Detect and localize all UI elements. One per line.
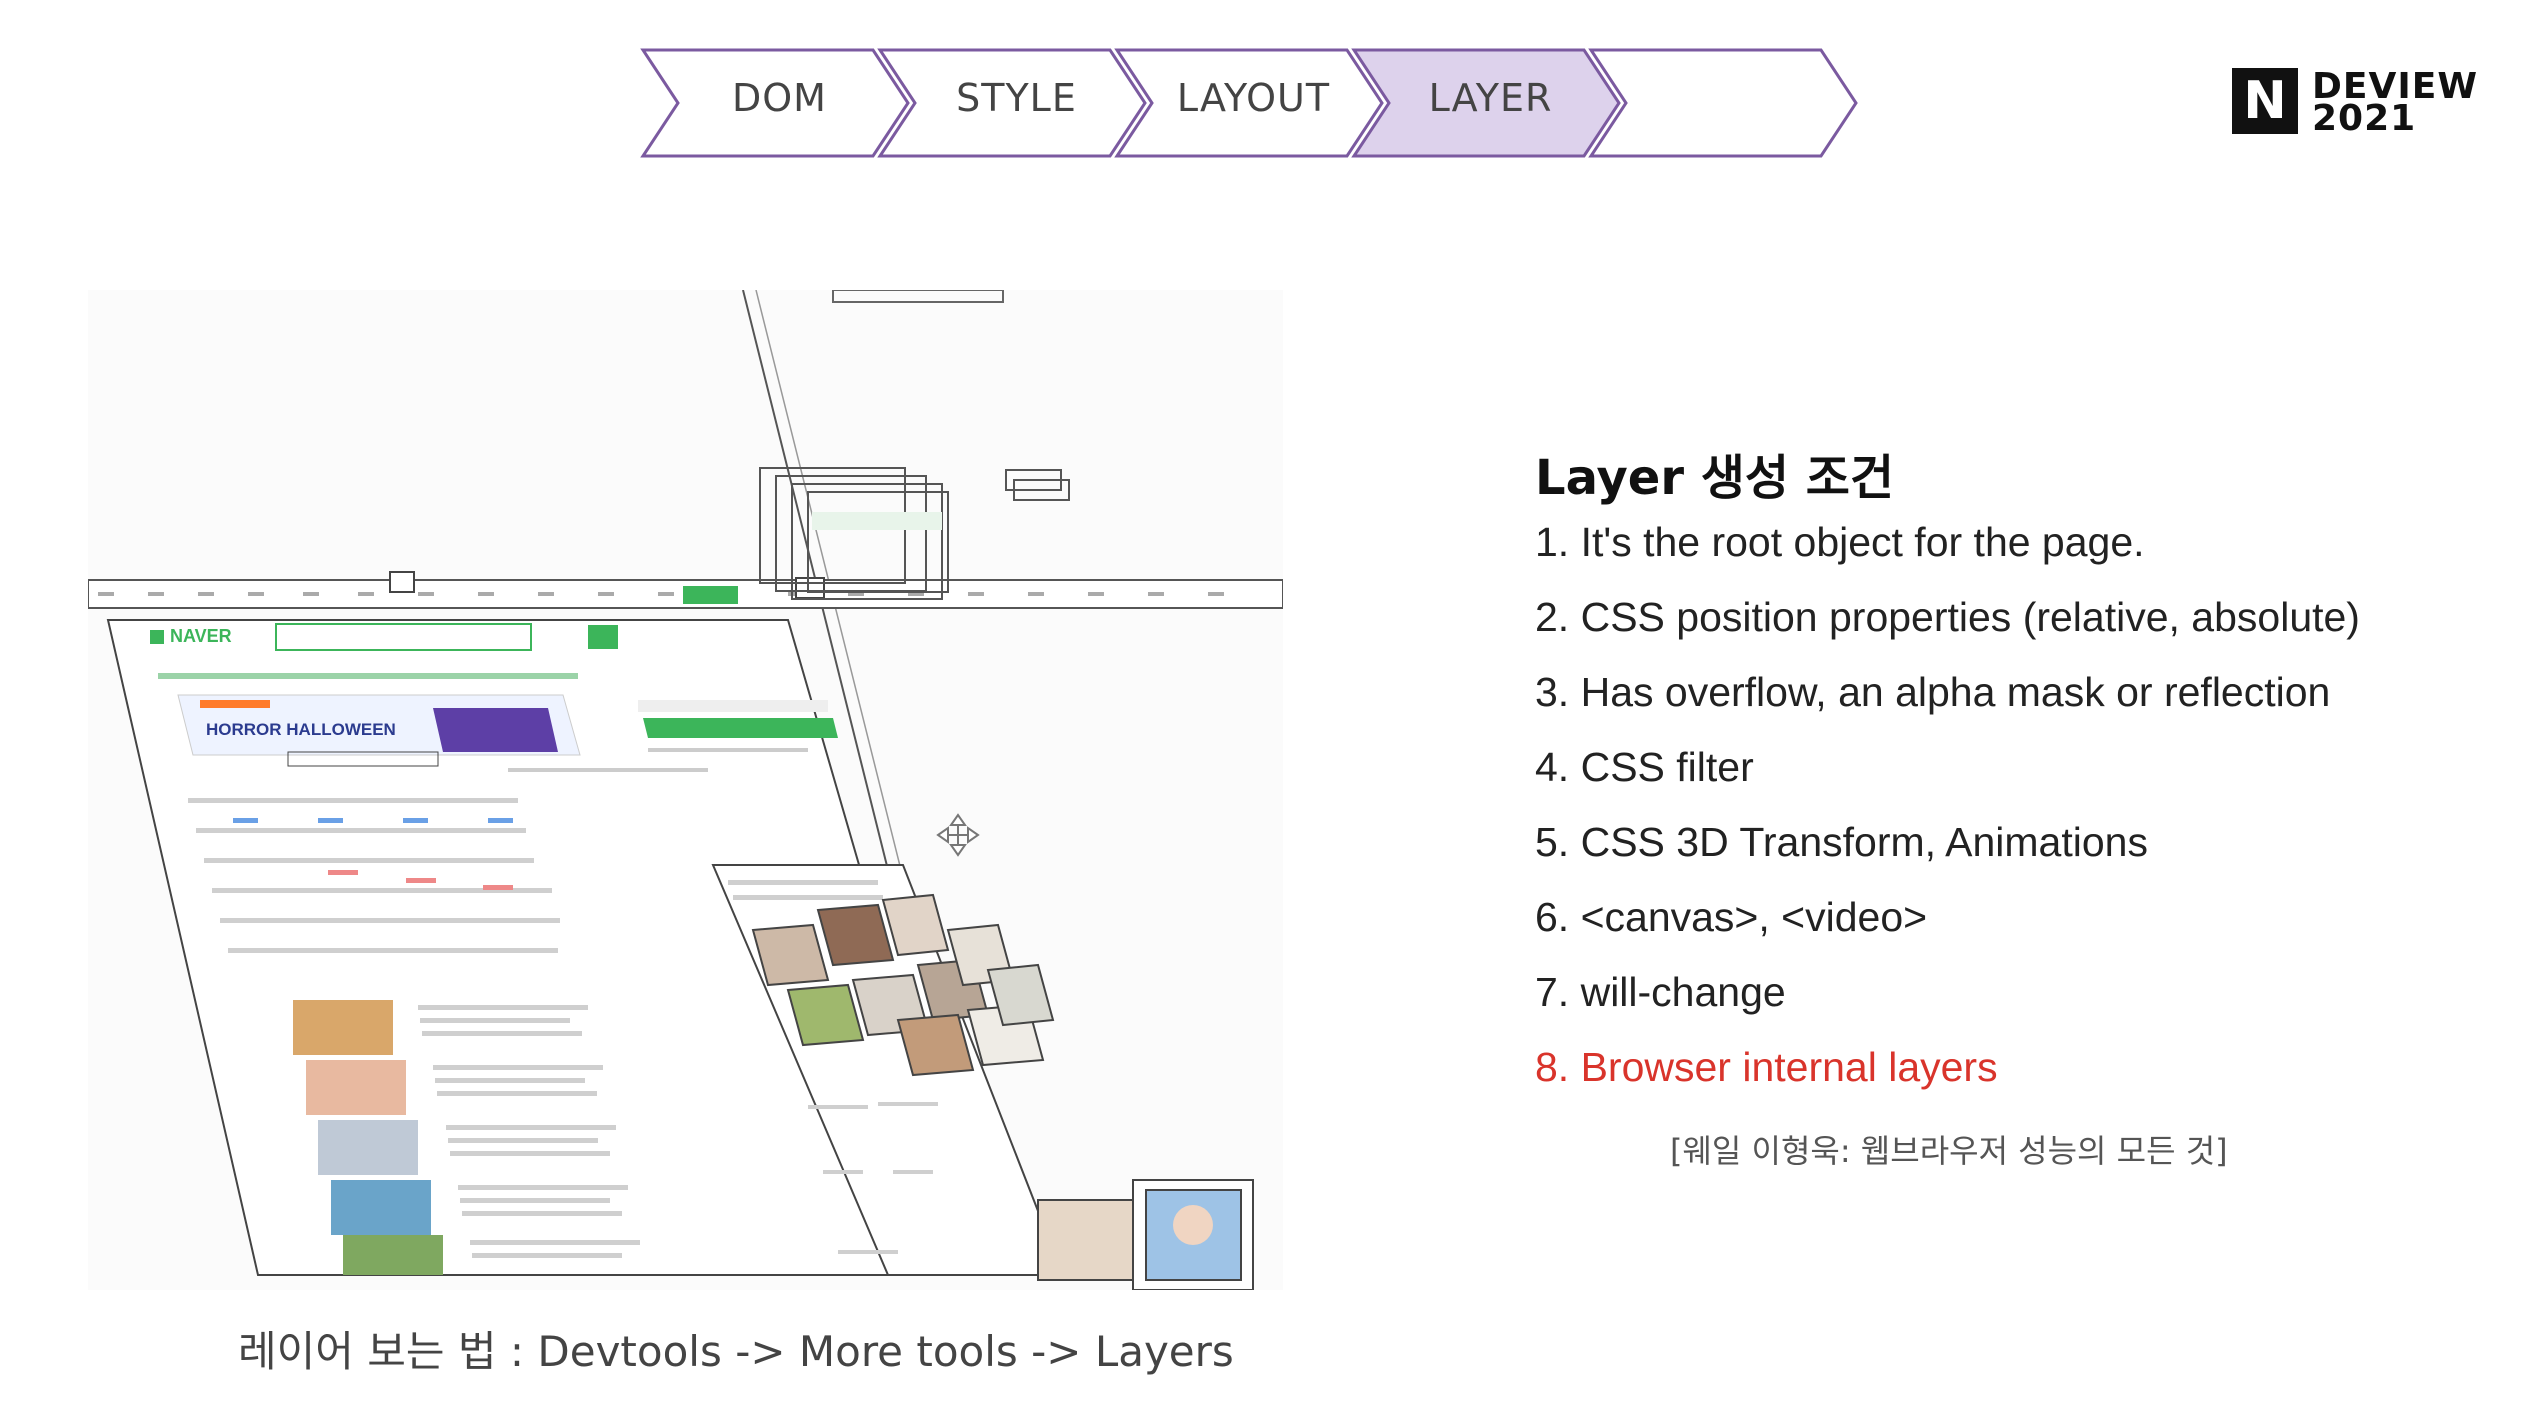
pipeline-chevrons: [640, 48, 1858, 158]
step-layer-label: LAYER: [1428, 76, 1553, 120]
halloween-banner: HORROR HALLOWEEN: [206, 720, 396, 739]
step-style-label: STYLE: [956, 76, 1077, 120]
source-citation: [웨일 이형욱: 웹브라우저 성능의 모든 것]: [1670, 1132, 2228, 1170]
layers-illustration: NAVER HORROR HALLOWEEN: [88, 290, 1283, 1290]
condition-item: 6. <canvas>, <video>: [1535, 894, 1928, 940]
logo-text-year: 2021: [2312, 98, 2417, 139]
step-layout-label: LAYOUT: [1176, 76, 1331, 120]
naver-brand: NAVER: [170, 626, 232, 646]
conditions-title: Layer 생성 조건: [1535, 450, 1895, 506]
layers-howto-caption: 레이어 보는 법 : Devtools -> More tools -> Lay…: [238, 1327, 1234, 1376]
chevron-dom: [640, 48, 910, 158]
render-pipeline: DOM STYLE LAYOUT LAYER: [0, 0, 1900, 170]
condition-item: 7. will-change: [1535, 969, 1786, 1015]
chevron-layer: [1351, 48, 1621, 158]
move-cross-icon: [936, 813, 980, 857]
conditions-list: 1. It's the root object for the page. 2.…: [1535, 512, 2360, 1112]
condition-item: 5. CSS 3D Transform, Animations: [1535, 819, 2148, 865]
condition-item-highlighted: 8. Browser internal layers: [1535, 1044, 1998, 1090]
chevron-layout: [1114, 48, 1384, 158]
logo-mark: N: [2232, 68, 2298, 134]
layers-3d-view: NAVER HORROR HALLOWEEN: [88, 290, 1283, 1290]
condition-item: 2. CSS position properties (relative, ab…: [1535, 594, 2360, 640]
step-dom-label: DOM: [732, 76, 827, 120]
condition-item: 4. CSS filter: [1535, 744, 1754, 790]
chevron-style: [877, 48, 1147, 158]
chevron-empty: [1588, 48, 1858, 158]
condition-item: 3. Has overflow, an alpha mask or reflec…: [1535, 669, 2331, 715]
deview-logo: N DEVIEW 2021: [2232, 66, 2492, 139]
condition-item: 1. It's the root object for the page.: [1535, 519, 2145, 565]
step-empty-label: [1630, 68, 1825, 128]
logo-text-deview: DEVIEW: [2312, 66, 2479, 107]
